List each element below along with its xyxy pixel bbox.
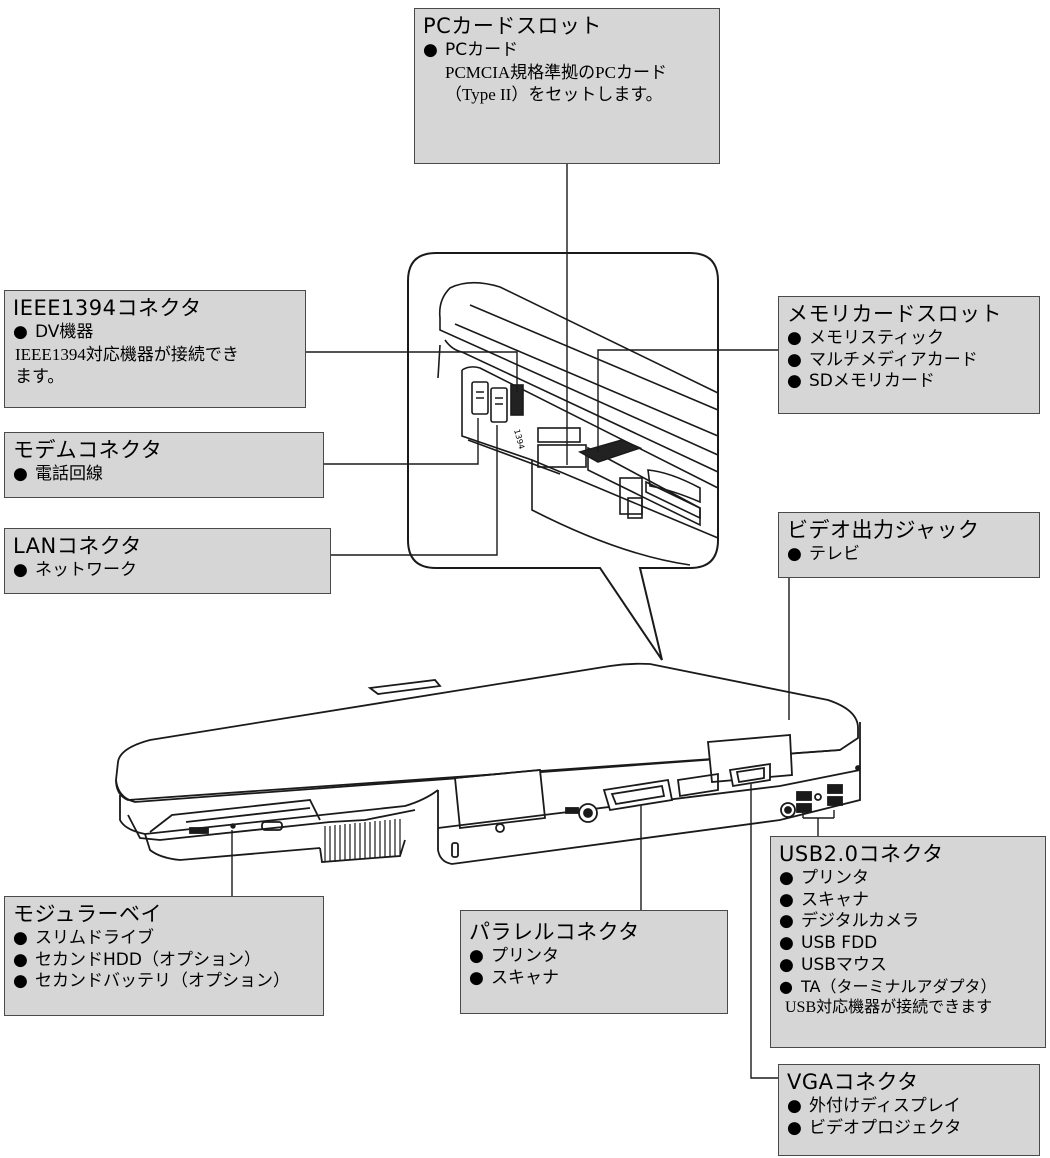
callout-item: ●テレビ bbox=[787, 543, 860, 564]
callout-video-out-jack: ビデオ出力ジャック ●テレビ bbox=[778, 512, 1040, 578]
bullet-icon: ● bbox=[787, 1117, 802, 1138]
callout-ieee1394-connector: IEEE1394コネクタ ●DV機器 IEEE1394対応機器が接続できます。 bbox=[4, 290, 306, 408]
bullet-icon: ● bbox=[779, 933, 794, 954]
magnified-inset-bubble bbox=[407, 252, 719, 661]
callout-item: ●セカンドHDD（オプション） bbox=[13, 949, 261, 970]
callout-title: ビデオ出力ジャック bbox=[787, 518, 980, 542]
callout-item: ●電話回線 bbox=[13, 463, 103, 484]
callout-title: メモリカードスロット bbox=[787, 302, 1002, 326]
callout-item: ●スキャナ bbox=[469, 967, 559, 988]
bullet-icon: ● bbox=[787, 349, 802, 370]
callout-title: IEEE1394コネクタ bbox=[13, 296, 202, 320]
bullet-icon: ● bbox=[13, 949, 28, 970]
leader-lines bbox=[231, 163, 835, 1079]
callout-note: IEEE1394対応機器が接続できます。 bbox=[15, 344, 239, 387]
callout-modem-connector: モデムコネクタ ●電話回線 bbox=[4, 432, 324, 498]
callout-parallel-connector: パラレルコネクタ ●プリンタ ●スキャナ bbox=[460, 910, 728, 1014]
main-laptop-illustration bbox=[115, 662, 861, 865]
callout-item: ●セカンドバッテリ（オプション） bbox=[13, 971, 290, 992]
callout-item: ●USB FDD bbox=[779, 933, 878, 954]
callout-item: ●PCカード bbox=[423, 39, 519, 60]
bullet-icon: ● bbox=[13, 971, 28, 992]
callout-vga-connector: VGAコネクタ ●外付けディスプレイ ●ビデオプロジェクタ bbox=[778, 1064, 1040, 1156]
bullet-icon: ● bbox=[779, 867, 794, 888]
callout-title: PCカードスロット bbox=[423, 14, 602, 38]
bullet-icon: ● bbox=[779, 889, 794, 910]
callout-title: パラレルコネクタ bbox=[469, 920, 640, 944]
bullet-icon: ● bbox=[779, 954, 794, 975]
callout-item: ●メモリスティック bbox=[787, 327, 944, 348]
callout-title: LANコネクタ bbox=[13, 534, 142, 558]
bullet-icon: ● bbox=[469, 967, 484, 988]
bullet-icon: ● bbox=[13, 463, 28, 484]
callout-item: ●プリンタ bbox=[779, 867, 869, 888]
callout-note: PCMCIA規格準拠のPCカード（Type II）をセットします。 bbox=[445, 62, 667, 105]
bullet-icon: ● bbox=[787, 1095, 802, 1116]
callout-title: モデムコネクタ bbox=[13, 438, 163, 462]
callout-usb-connector: USB2.0コネクタ ●プリンタ ●スキャナ ●デジタルカメラ ●USB FDD… bbox=[770, 836, 1046, 1048]
callout-item: ●プリンタ bbox=[469, 945, 559, 966]
bullet-icon: ● bbox=[469, 945, 484, 966]
inset-laptop-closeup bbox=[437, 281, 719, 566]
callout-item: ●TA（ターミナルアダプタ） bbox=[779, 976, 997, 996]
callout-item: ●スリムドライブ bbox=[13, 927, 154, 948]
callout-title: USB2.0コネクタ bbox=[779, 842, 944, 866]
callout-item: ●DV機器 bbox=[13, 321, 94, 342]
bullet-icon: ● bbox=[13, 321, 28, 342]
bullet-icon: ● bbox=[13, 559, 28, 580]
callout-memory-card-slot: メモリカードスロット ●メモリスティック ●マルチメディアカード ●SDメモリカ… bbox=[778, 296, 1040, 414]
bullet-icon: ● bbox=[779, 911, 794, 932]
bullet-icon: ● bbox=[423, 39, 438, 60]
callout-pc-card-slot: PCカードスロット ●PCカード PCMCIA規格準拠のPCカード（Type I… bbox=[414, 8, 720, 164]
callout-title: VGAコネクタ bbox=[787, 1070, 919, 1094]
bullet-icon: ● bbox=[787, 327, 802, 348]
bullet-icon: ● bbox=[787, 543, 802, 564]
callout-item: ●デジタルカメラ bbox=[779, 911, 920, 932]
callout-note: USB対応機器が接続できます bbox=[785, 999, 993, 1017]
bullet-icon: ● bbox=[787, 371, 802, 392]
callout-item: ●SDメモリカード bbox=[787, 371, 935, 392]
callout-lan-connector: LANコネクタ ●ネットワーク bbox=[4, 528, 331, 594]
callout-item: ●スキャナ bbox=[779, 889, 869, 910]
bullet-icon: ● bbox=[13, 927, 28, 948]
callout-item: ●マルチメディアカード bbox=[787, 349, 978, 370]
callout-title: モジュラーベイ bbox=[13, 902, 163, 926]
callout-item: ●外付けディスプレイ bbox=[787, 1095, 961, 1116]
callout-item: ●ビデオプロジェクタ bbox=[787, 1117, 962, 1138]
callout-module-bay: モジュラーベイ ●スリムドライブ ●セカンドHDD（オプション） ●セカンドバッ… bbox=[4, 896, 324, 1016]
bullet-icon: ● bbox=[779, 976, 793, 996]
callout-item: ●ネットワーク bbox=[13, 559, 137, 580]
callout-item: ●USBマウス bbox=[779, 954, 887, 975]
